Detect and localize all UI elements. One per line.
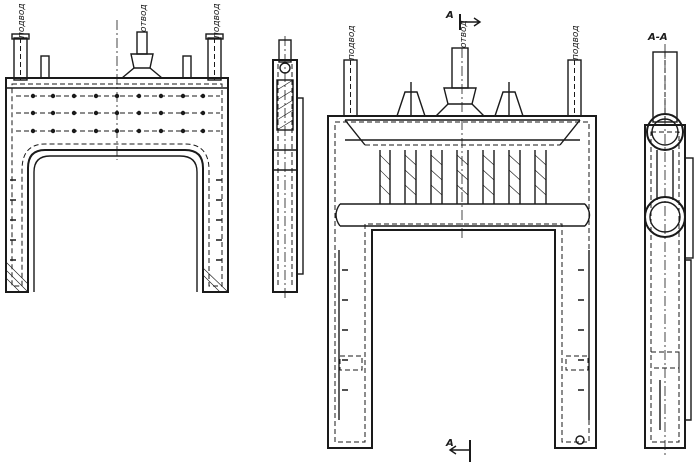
outlet-pipe-top [120, 31, 164, 79]
rivet-grid [10, 93, 222, 261]
label-outlet-large: отвод [459, 20, 469, 48]
front-view-small [5, 20, 229, 293]
section-view-aa: А-А [644, 32, 694, 458]
inlet-pipe-large-right [567, 59, 582, 117]
label-inlet-left: подвод [17, 3, 27, 38]
section-letter-bottom: А [445, 438, 454, 449]
inlet-pipe-large-left [343, 59, 358, 117]
section-title: А-А [647, 32, 668, 43]
side-view-small [272, 36, 304, 298]
label-inlet-large-right: подвод [571, 25, 581, 60]
section-mark-bottom: А [445, 438, 471, 462]
inlet-pipe-right [205, 33, 224, 81]
inlet-pipe-left [11, 33, 30, 81]
section-letter-top: А [445, 10, 454, 21]
outlet-pipe-large [396, 47, 524, 117]
label-outlet-small: отвод [139, 4, 149, 32]
frame-outline-small [5, 77, 229, 293]
frame-outline-large [327, 115, 597, 449]
label-inlet-right: подвод [212, 3, 222, 38]
section-mark-top: А [445, 10, 482, 30]
label-inlet-large-left: подвод [347, 25, 357, 60]
tube-bank [379, 48, 547, 240]
front-view-large [327, 47, 597, 449]
